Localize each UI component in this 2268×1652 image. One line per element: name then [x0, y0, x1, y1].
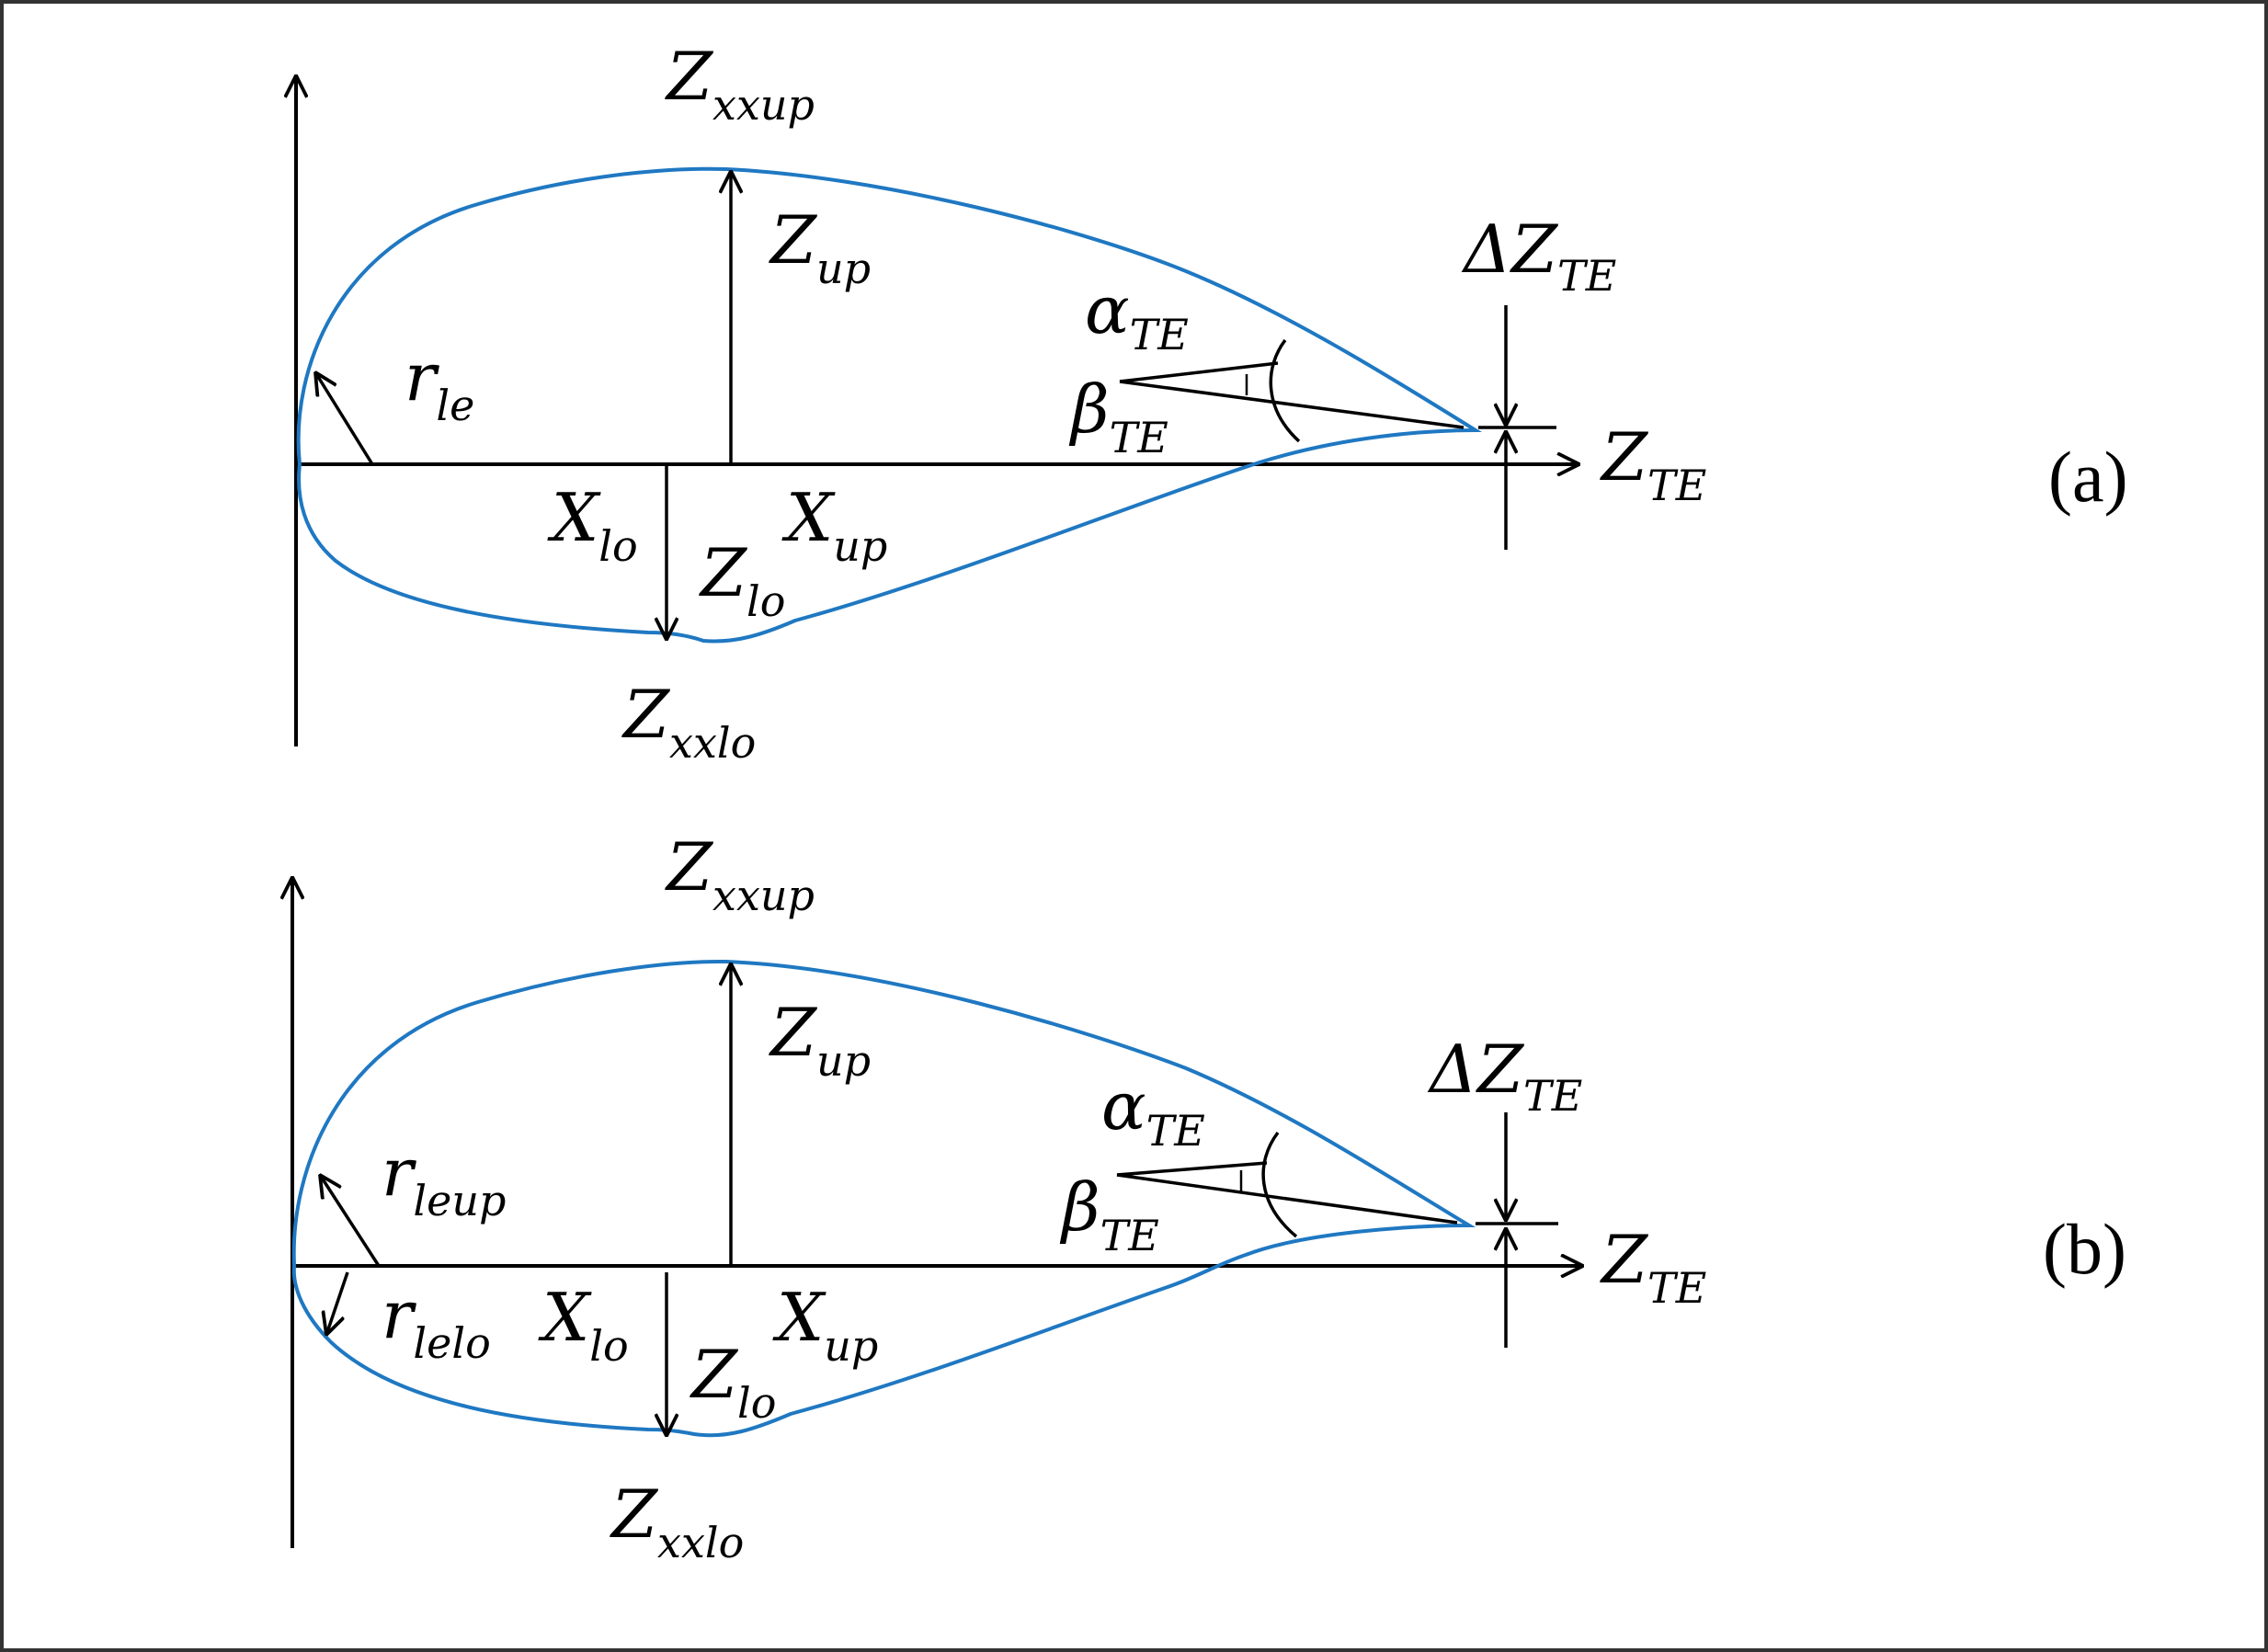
panel-a: Zxxup Zup ΔZTE αTE βTE ZTE rle Xlo Xup Z… [296, 38, 2128, 768]
beta-te-line [1119, 380, 1465, 429]
te-angle-arc [1261, 1131, 1298, 1238]
label-xup: Xup [781, 479, 887, 571]
rlelo-arrow [326, 1271, 349, 1335]
label-xup: Xup [772, 1279, 878, 1371]
alpha-te-line [1119, 361, 1279, 383]
label-dzte: ΔZTE [1427, 1031, 1582, 1121]
alpha-te-line [1116, 1161, 1268, 1177]
label-zxxlo: Zxxlo [621, 676, 756, 768]
airfoil-profile [291, 959, 1476, 1438]
label-dzte: ΔZTE [1461, 211, 1616, 301]
label-zte: ZTE [1600, 1221, 1706, 1313]
panel-b: Zxxup Zup ΔZTE αTE βTE ZTE rleup rlelo X… [292, 828, 2126, 1567]
rle-arrow [315, 372, 374, 465]
te-angle-arc [1269, 338, 1301, 443]
label-rlelo: rlelo [382, 1276, 491, 1368]
label-zte: ZTE [1600, 418, 1706, 510]
label-zxxup: Zxxup [665, 828, 815, 920]
label-rle: rle [405, 338, 474, 430]
label-zup: Zup [769, 994, 871, 1086]
label-zlo: Zlo [699, 534, 785, 626]
label-rleup: rleup [382, 1134, 506, 1225]
label-beta-te: βTE [1068, 370, 1168, 462]
label-zxxlo: Zxxlo [610, 1475, 744, 1567]
label-alpha-te: αTE [1101, 1067, 1205, 1156]
label-alpha-te: αTE [1085, 271, 1189, 359]
panel-label-a: (a) [2048, 437, 2128, 517]
label-zup: Zup [769, 201, 871, 293]
label-xlo: Xlo [547, 479, 638, 571]
label-beta-te: βTE [1059, 1168, 1159, 1260]
label-zlo: Zlo [690, 1336, 776, 1428]
airfoil-profile [296, 166, 1482, 644]
panel-label-b: (b) [2043, 1209, 2126, 1289]
beta-te-line [1116, 1173, 1458, 1225]
label-zxxup: Zxxup [665, 38, 815, 130]
rleup-arrow [320, 1175, 381, 1267]
label-xlo: Xlo [538, 1279, 629, 1371]
